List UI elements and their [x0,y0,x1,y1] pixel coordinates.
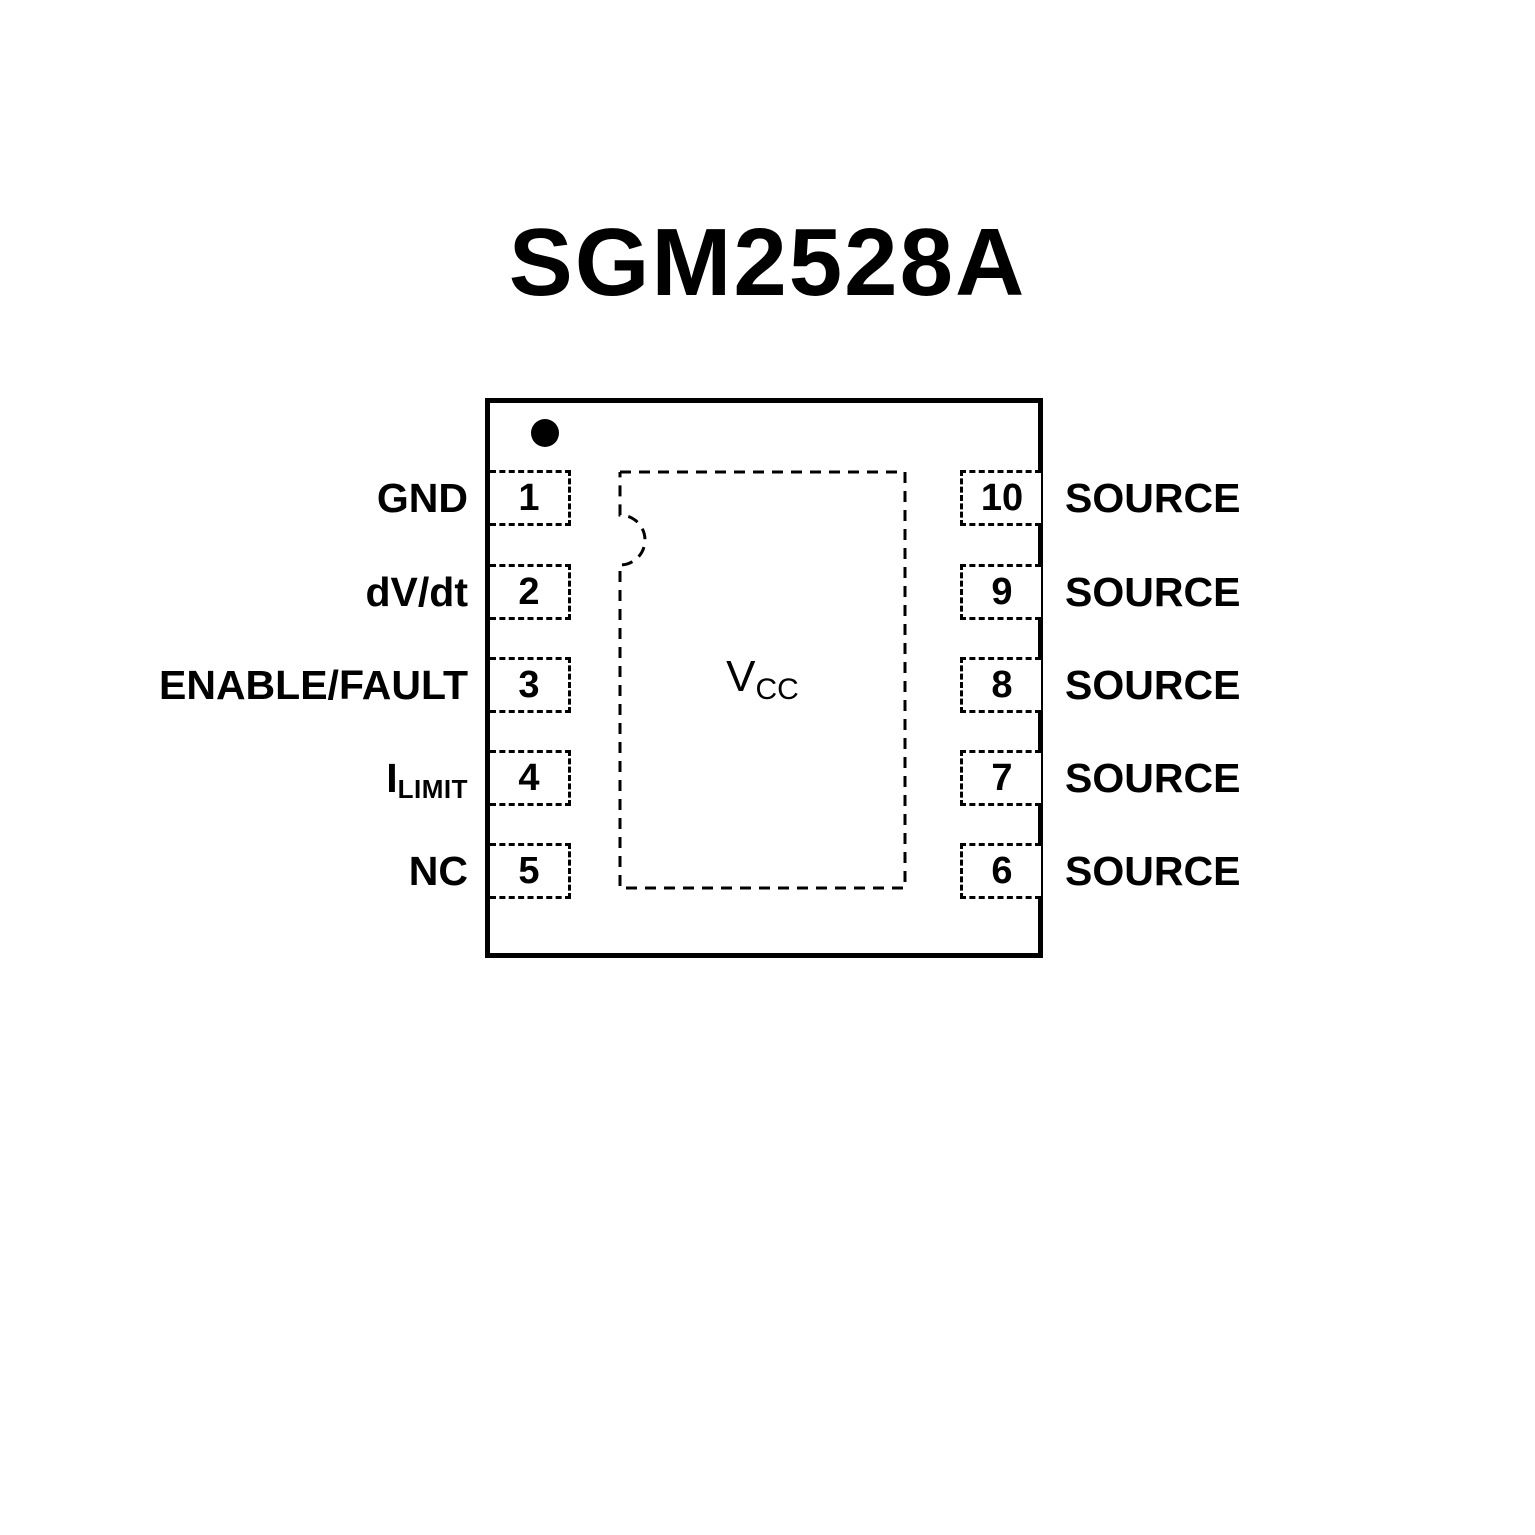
pin-label-sub: LIMIT [397,774,468,804]
pin-box-7: 7 [960,750,1041,806]
pin-box-2: 2 [490,564,571,620]
pin1-indicator-dot [531,419,559,447]
pin-label-source-7: SOURCE [1065,755,1241,801]
pin-label-gnd: GND [0,470,468,526]
pin-label-dvdt: dV/dt [0,564,468,620]
pin-box-3: 3 [490,657,571,713]
pin-box-10: 10 [960,470,1041,526]
pin-box-5: 5 [490,843,571,899]
pin-label-text: NC [408,848,468,894]
pin-box-4: 4 [490,750,571,806]
vcc-label: VCC [620,652,905,707]
pin-box-8: 8 [960,657,1041,713]
part-number-title: SGM2528A [508,209,1027,316]
pin-label-text: I [386,755,398,801]
pin-label-source-6: SOURCE [1065,848,1241,894]
vcc-label-sub: CC [755,673,799,706]
pin-label-text: dV/dt [365,569,468,615]
pin-label-nc: NC [0,843,468,899]
pin-label-text: GND [376,475,468,521]
vcc-label-main: V [726,652,756,701]
pin-box-6: 6 [960,843,1041,899]
pin-label-enable-fault: ENABLE/FAULT [0,657,468,713]
pin-box-1: 1 [490,470,571,526]
pin-label-source-9: SOURCE [1065,569,1241,615]
pin-label-source-10: SOURCE [1065,475,1241,521]
pin-label-text: ENABLE/FAULT [158,662,468,708]
pin-label-ilimit: ILIMIT [0,750,468,806]
pin-label-source-8: SOURCE [1065,662,1241,708]
pin-box-9: 9 [960,564,1041,620]
